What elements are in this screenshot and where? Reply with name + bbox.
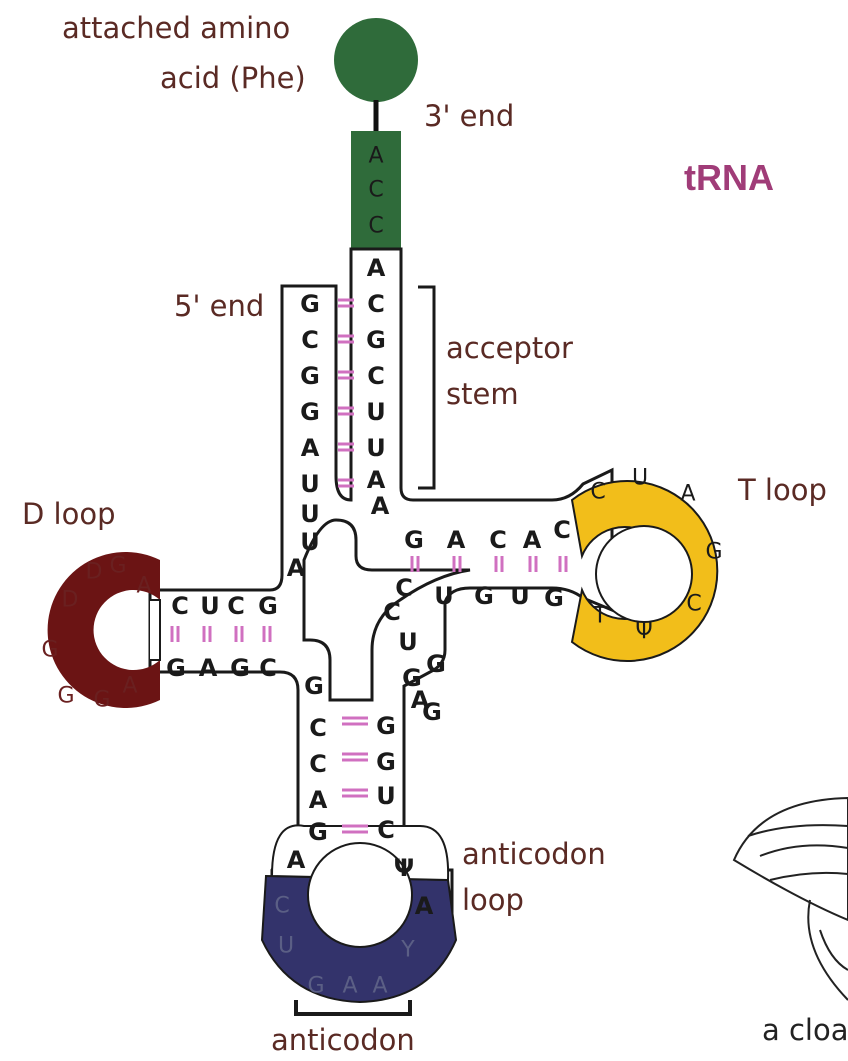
d-stem-top-base: C [171, 592, 189, 620]
amino-acid-circle [334, 18, 418, 102]
d-stem-top-base: U [200, 592, 220, 620]
d-loop-base: G [93, 688, 110, 713]
d-stem-bottom-base: A [199, 654, 218, 682]
anticodon-loop-base: U [278, 934, 294, 959]
acceptor-stem-label-line2: stem [446, 377, 519, 411]
anticodon-loop-base: Y [400, 938, 415, 963]
acceptor-stem-bracket [418, 287, 434, 488]
t-loop-base: G [705, 540, 722, 565]
amino-acid-label-line1: attached amino [62, 11, 290, 45]
d-loop-base: G [109, 554, 126, 579]
t-loop-base: C [686, 592, 701, 617]
t-stem-top-base: A [447, 526, 466, 554]
acceptor-5prime-base: G [300, 362, 320, 390]
t-stem-top-base: A [523, 526, 542, 554]
anticodon-stem-right-base: C [377, 816, 395, 844]
d-loop-base: D [62, 588, 79, 613]
anticodon-loop-label-line1: anticodon [462, 837, 606, 871]
anticodon-loop-base: A [342, 974, 357, 999]
acceptor-3prime-base: A [367, 254, 386, 282]
variable-base: U [398, 628, 418, 656]
d-loop-inner-gap [150, 600, 160, 660]
anticodon-stem-right-base: G [376, 748, 396, 776]
anticodon-stem-right-base: U [376, 782, 396, 810]
acceptor-stem-label-line1: acceptor [446, 331, 573, 365]
acceptor-3prime-base: C [367, 362, 385, 390]
t-loop-base: Ψ [635, 620, 652, 645]
d-stem-bottom-base: G [230, 654, 250, 682]
acceptor-5prime-base: A [301, 434, 320, 462]
anticodon-loop-base: C [274, 894, 289, 919]
t-loop-base: T [592, 604, 607, 629]
acc-tail-base: A [368, 144, 383, 169]
t-stem-bottom-base: G [544, 584, 564, 612]
d-loop-base: D [86, 560, 103, 585]
five-prime-end-label: 5' end [174, 289, 264, 323]
d-stem-bottom-base: C [259, 654, 277, 682]
acceptor-5prime-base: U [300, 500, 320, 528]
acceptor-3prime-base: C [367, 290, 385, 318]
t-loop-base: A [680, 482, 695, 507]
variable-base: G [422, 698, 442, 726]
three-prime-end-label: 3' end [424, 99, 514, 133]
anticodon-stem-right-base: A [415, 892, 434, 920]
d-stem-bottom-base: G [166, 654, 186, 682]
t-stem-top-base: C [553, 516, 571, 544]
d-loop-base: A [136, 574, 151, 599]
t-stem-top-base: C [489, 526, 507, 554]
d-loop-base: A [122, 674, 137, 699]
anticodon-label: anticodon [271, 1023, 415, 1057]
anticodon-stem-left-base: C [309, 714, 327, 742]
acceptor-5prime-base: C [301, 326, 319, 354]
anticodon-stem-left-base: A [309, 786, 328, 814]
diagram-title: tRNA [684, 157, 774, 198]
acceptor-5prime-base: G [300, 398, 320, 426]
anticodon-loop-base: A [372, 974, 387, 999]
acceptor-3prime-base: A [367, 466, 386, 494]
anticodon-loop-label-line2: loop [462, 883, 524, 917]
t-stem-bottom-base: G [474, 582, 494, 610]
acc-tail-base: C [368, 214, 383, 239]
acceptor-3prime-base: G [366, 326, 386, 354]
anticodon-stem-right-base: Ψ [394, 854, 414, 882]
d-loop-base: G [41, 638, 58, 663]
partial-caption: a cloa [762, 1013, 848, 1047]
acceptor-3prime-base: A [371, 492, 390, 520]
t-loop-label: T loop [737, 473, 827, 507]
anticodon-loop-base: G [307, 974, 324, 999]
t-stem-bottom-base: U [434, 582, 454, 610]
t-loop-base: C [590, 480, 605, 505]
anticodon-stem-left-base: G [308, 818, 328, 846]
d-loop-base: G [57, 684, 74, 709]
acceptor-5prime-base: A [287, 554, 306, 582]
acceptor-3prime-base: U [366, 434, 386, 462]
acceptor-5prime-base: U [300, 528, 320, 556]
anticodon-stem-left-base: C [309, 750, 327, 778]
t-loop-hole [596, 526, 692, 622]
variable-base: C [383, 598, 401, 626]
amino-acid-label-line2: acid (Phe) [160, 61, 306, 95]
d-stem-top-base: G [258, 592, 278, 620]
d-stem-top-base: C [227, 592, 245, 620]
acceptor-3prime-base: U [366, 398, 386, 426]
acceptor-5prime-base: G [300, 290, 320, 318]
acceptor-5prime-base: U [300, 470, 320, 498]
t-loop-base: U [632, 466, 648, 491]
acc-tail-base: C [368, 178, 383, 203]
leaf-illustration [734, 798, 848, 1000]
d-loop-label: D loop [22, 497, 116, 531]
t-stem-bottom-base: U [510, 582, 530, 610]
t-stem-top-base: G [404, 526, 424, 554]
anticodon-stem-left-base: G [304, 672, 324, 700]
anticodon-stem-left-base: A [287, 846, 306, 874]
variable-base: G [426, 650, 446, 678]
anticodon-stem-right-base: G [376, 712, 396, 740]
